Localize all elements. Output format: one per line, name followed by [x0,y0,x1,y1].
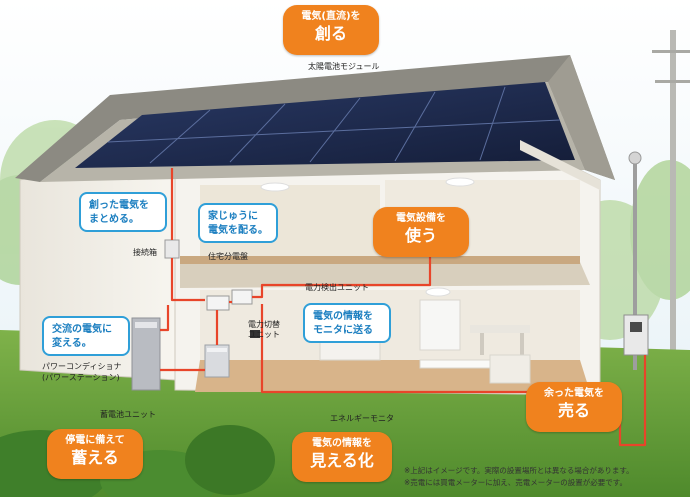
callout-convert-line2: 変える。 [52,338,92,349]
label-battery-unit: 蓄電池ユニット [100,410,156,419]
callout-sell-electricity: 余った電気を 売る [526,382,622,432]
sell-meter [623,151,649,370]
callout-gather-electricity: 創った電気を まとめる。 [79,192,167,232]
callout-visualize-electricity: 電気の情報を 見える化 [292,432,392,482]
callout-gather-line1: 創った電気を [89,200,149,211]
junction-box-unit [164,239,180,259]
note-line2: ※売電には買電メーターに加え、売電メーターの設置が必要です。 [404,478,628,487]
callout-gather-line2: まとめる。 [89,214,139,225]
ceiling-light [425,287,451,297]
callout-sell-line2: 売る [557,401,590,420]
energy-monitor-unit [250,330,260,338]
note-line1: ※上記はイメージです。実際の設置場所とは異なる場合があります。 [404,466,634,475]
gable-edge [520,140,600,190]
callout-create-electricity: 電気(直流)を 創る [283,5,379,55]
callout-store-electricity: 停電に備えて 蓄える [47,429,143,479]
callout-use-line1: 電気設備を [396,213,446,224]
solar-panels [75,82,575,168]
callout-send-info-line2: モニタに送る [313,325,373,336]
label-power-conditioner-line1: パワーコンディショナ [42,362,122,371]
callout-visualize-line1: 電気の情報を [312,438,372,449]
ceiling-light [260,182,290,192]
distribution-board-unit [206,295,230,311]
callout-use-line2: 使う [404,226,437,245]
callout-distribute-line2: 電気を配る。 [208,225,268,236]
label-switch-unit-line2: ユニット [248,330,280,339]
label-solar-module: 太陽電池モジュール [308,62,380,71]
callout-store-line1: 停電に備えて [65,435,125,446]
label-switch-unit-line1: 電力切替 [248,320,280,329]
power-conditioner-unit [131,317,161,391]
roof-gable [548,55,615,180]
upper-floor [180,256,580,264]
callout-visualize-line2: 見える化 [310,451,374,470]
callout-use-electricity: 電気設備を 使う [373,207,469,257]
callout-distribute-line1: 家じゅうに [208,211,258,222]
power-detection-unit-box [231,289,253,305]
utility-pole [652,30,690,360]
callout-store-line2: 蓄える [71,448,119,467]
callout-create-line2: 創る [314,24,347,43]
callout-sell-line1: 余った電気を [544,388,604,399]
label-junction-box: 接続箱 [133,248,157,257]
callout-convert-line1: 交流の電気に [52,324,112,335]
label-power-conditioner-line2: (パワーステーション) [42,373,120,382]
callout-send-info-line1: 電気の情報を [313,311,373,322]
label-energy-monitor: エネルギーモニタ [330,414,394,423]
battery-storage-unit [204,344,230,378]
callout-send-info: 電気の情報を モニタに送る [303,303,391,343]
roof [15,55,615,182]
callout-convert-electricity: 交流の電気に 変える。 [42,316,130,356]
floor-slab [180,262,590,288]
callout-distribute-electricity: 家じゅうに 電気を配る。 [198,203,278,243]
ceiling-light [445,177,475,187]
label-power-detection-unit: 電力検出ユニット [305,283,369,292]
label-distribution-board: 住宅分電盤 [208,252,248,261]
callout-create-line1: 電気(直流)を [301,11,361,22]
